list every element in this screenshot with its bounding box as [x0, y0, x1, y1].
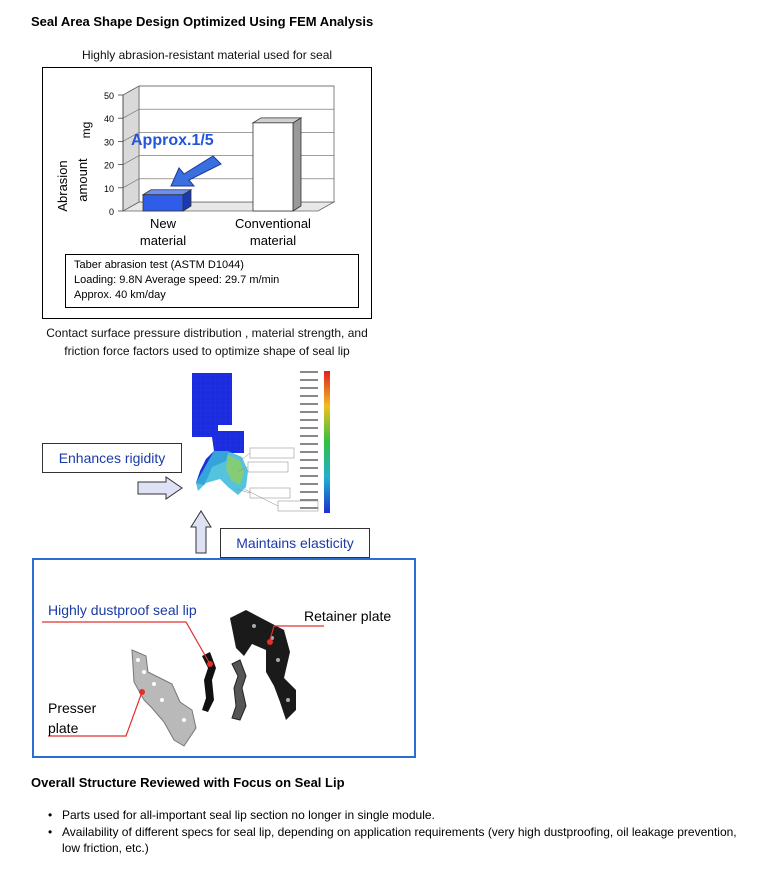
fem-figure: Enhances rigidity Maintains elasticity — [0, 365, 420, 560]
retainer-plate — [230, 610, 296, 720]
y-tick-label: 50 — [104, 91, 114, 101]
test-line-1: Taber abrasion test (ASTM D1044) — [74, 259, 244, 271]
y-tick-label: 0 — [109, 207, 114, 217]
fem-caption-line2: friction force factors used to optimize … — [64, 344, 350, 358]
gridline-side — [122, 108, 140, 119]
y-tick-label: 40 — [104, 114, 114, 124]
category-label: material — [250, 233, 296, 248]
bar-top — [251, 117, 303, 124]
bar-top — [141, 189, 193, 196]
y-tick-label: 10 — [104, 184, 114, 194]
gridline-side — [122, 155, 140, 165]
abrasion-chart-svg: Abrasion amount mg 0 10 20 30 40 50 New materi… — [55, 85, 336, 248]
gridline-side — [122, 178, 140, 189]
bar-side — [292, 117, 302, 212]
fem-caption-line1: Contact surface pressure distribution , … — [46, 326, 368, 340]
y-tick-label: 30 — [104, 137, 114, 147]
bar — [142, 194, 184, 212]
chart-back-wall — [138, 85, 335, 203]
test-conditions-box: Taber abrasion test (ASTM D1044) Loading… — [65, 254, 359, 308]
parts-figure: Highly dustproof seal lip Retainer plate… — [32, 558, 416, 758]
fem-diagram — [137, 371, 330, 554]
seal-lip-label: Highly dustproof seal lip — [48, 602, 197, 618]
bullet-item-1: Parts used for all-important seal lip se… — [48, 807, 748, 823]
fem-color-scale — [324, 371, 330, 513]
right-arrow — [137, 476, 183, 500]
annotation-arrow — [170, 155, 222, 187]
chart-grid — [121, 85, 336, 212]
parts-diagram — [42, 610, 324, 747]
page-title: Seal Area Shape Design Optimized Using F… — [31, 14, 374, 29]
presser-label-line1: Presser — [48, 700, 97, 716]
test-line-3: Approx. 40 km/day — [74, 289, 166, 301]
ylabel-line2: amount — [75, 158, 90, 202]
chart-ticks: 0 10 20 30 40 50 — [104, 91, 124, 217]
chart-category-labels: New material Conventional material — [140, 216, 311, 248]
bullet-item-2: Availability of different specs for seal… — [48, 824, 748, 856]
up-arrow — [190, 510, 212, 554]
chart-caption: Highly abrasion-resistant material used … — [81, 48, 333, 62]
bullet-list: Parts used for all-important seal lip se… — [48, 807, 748, 857]
category-label: New — [150, 216, 177, 231]
chart-bars — [141, 117, 303, 212]
presser-plate-label: Presser plate — [48, 698, 96, 738]
gridline-side — [122, 132, 140, 142]
presser-plate — [131, 649, 197, 747]
category-label: Conventional — [235, 216, 311, 231]
presser-label-line2: plate — [48, 720, 79, 736]
fem-caption: Contact surface pressure distribution , … — [20, 324, 394, 360]
retainer-plate-label: Retainer plate — [304, 608, 392, 624]
test-line-2: Loading: 9.8N Average speed: 29.7 m/min — [74, 274, 280, 286]
section2-title: Overall Structure Reviewed with Focus on… — [31, 775, 345, 790]
ylabel-line1: Abrasion — [55, 160, 70, 211]
seal-lip — [202, 652, 216, 712]
category-label: material — [140, 233, 186, 248]
abrasion-chart: Abrasion amount mg 0 10 20 30 40 50 New materi… — [42, 67, 372, 319]
ylabel-unit: mg — [79, 122, 93, 139]
y-tick-label: 20 — [104, 161, 114, 171]
enhances-rigidity-label: Enhances rigidity — [42, 443, 182, 473]
bar — [252, 122, 294, 212]
maintains-elasticity-label: Maintains elasticity — [220, 528, 370, 558]
annotation-text: Approx.1/5 — [131, 132, 214, 149]
gridline-side — [122, 85, 140, 96]
